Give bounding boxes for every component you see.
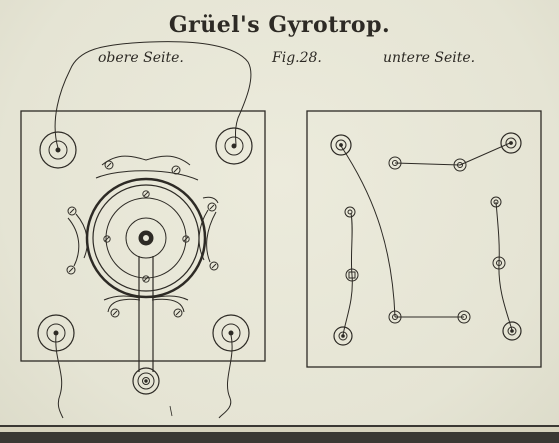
lower-board-outline <box>306 110 542 368</box>
spring-contacts-bottom <box>103 295 189 318</box>
post-bottom-middle-left <box>388 310 402 324</box>
lead-wire-left <box>55 334 64 419</box>
page-edge-line <box>0 427 559 432</box>
post-left-middle <box>345 268 359 282</box>
terminal-top-right <box>215 127 253 165</box>
spring-clips-right <box>198 196 219 271</box>
lower-side-board <box>306 110 542 368</box>
top-connecting-wire <box>54 41 252 149</box>
post-left-lower <box>333 326 353 346</box>
terminal-bottom-right <box>212 314 250 352</box>
post-top-middle-right <box>453 158 467 172</box>
post-left-upper <box>344 206 356 218</box>
upper-board-outline <box>20 110 266 362</box>
disc-screws <box>103 190 190 283</box>
page-edge-strip <box>0 425 559 443</box>
lead-wire-right <box>218 334 233 419</box>
switch-handle-arm <box>138 256 154 372</box>
post-top-right <box>500 132 522 154</box>
post-right-middle <box>492 256 506 270</box>
handle-knob <box>132 367 160 395</box>
lead-wire-bottom-center <box>169 405 173 417</box>
right-vertical-wire <box>495 201 513 331</box>
top-right-wire <box>459 142 511 166</box>
post-right-upper <box>490 196 502 208</box>
post-top-middle-left <box>388 156 402 170</box>
caption-lower-side: untere Seite. <box>383 50 476 66</box>
post-right-lower <box>502 321 522 341</box>
plate-title: Grüel's Gyrotrop. <box>168 12 391 38</box>
caption-upper-side: obere Seite. <box>98 50 184 66</box>
spring-clips-left <box>66 206 88 275</box>
left-vertical-wire <box>342 212 353 336</box>
terminal-top-left <box>39 131 77 169</box>
top-horizontal-wire <box>394 162 461 166</box>
upper-side-board <box>20 41 266 419</box>
diagonal-wire <box>340 145 396 318</box>
caption-figure-number: Fig.28. <box>272 50 322 66</box>
post-top-left <box>330 134 352 156</box>
post-bottom-middle-right <box>457 310 471 324</box>
spring-contacts-top <box>95 155 199 181</box>
